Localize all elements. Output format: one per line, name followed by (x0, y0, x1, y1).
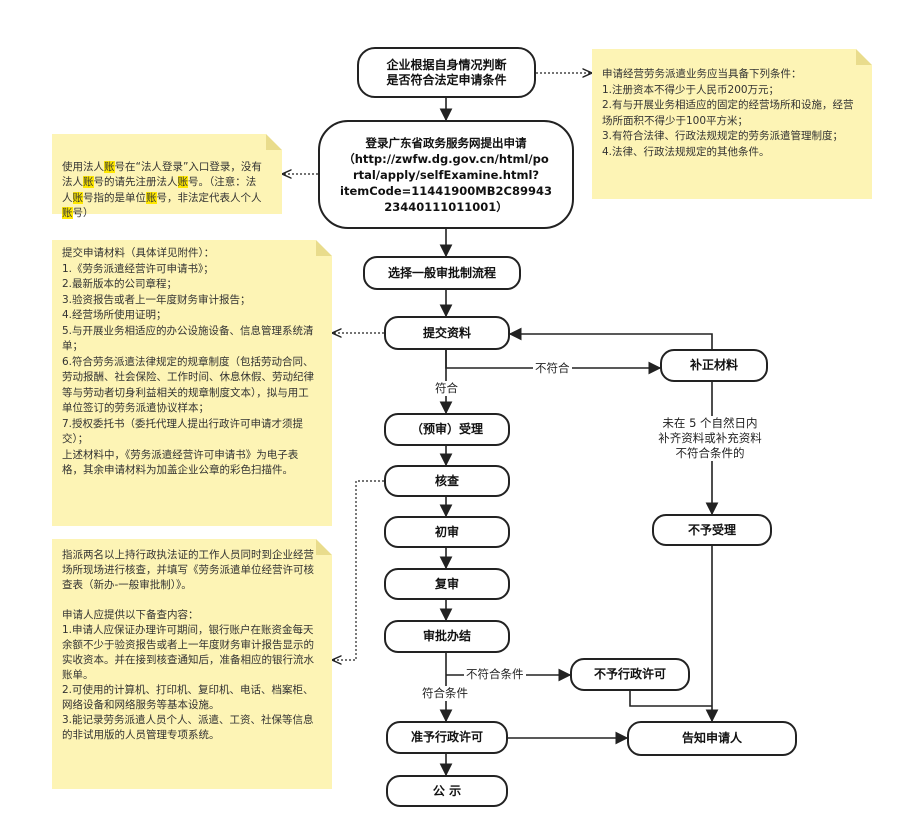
account-note-text-3: 号的请先注册法人 (93, 176, 178, 188)
account-highlight-3: 账 (177, 176, 188, 188)
notify-label: 告知申请人 (681, 731, 742, 745)
start-node-label: 企业根据自身情况判断 是否符合法定申请条件 (386, 57, 507, 87)
submit-node: 提交资料 (384, 316, 510, 350)
label-supplement-fail: 未在 5 个自然日内 补齐资料或补充资料 不符合条件的 (643, 416, 777, 461)
accept-label: （预审）受理 (410, 422, 483, 436)
grant-node: 准予行政许可 (386, 721, 508, 754)
deny-node: 不予行政许可 (570, 658, 690, 691)
publicize-node: 公 示 (386, 775, 508, 807)
account-note-text-4: 号。（注意：法人 (62, 176, 257, 204)
choose-process-label: 选择一般审批制流程 (387, 265, 496, 280)
inspection-note: 指派两名以上持行政执法证的工作人员同时到企业经营场所现场进行核查，并填写《劳务派… (52, 539, 332, 789)
not-accept-label: 不予受理 (687, 522, 736, 537)
account-note-text-6: 号，非法定代表人个人 (156, 191, 262, 204)
arrow-supplement-submit (508, 327, 713, 349)
supplement-node: 补正材料 (660, 349, 768, 382)
supplement-label: 补正材料 (689, 358, 738, 372)
inspection-note-fold (316, 539, 332, 555)
conditions-note-fold (856, 49, 872, 65)
account-highlight-5: 账 (146, 191, 157, 204)
notify-node: 告知申请人 (627, 721, 797, 756)
conditions-note: 申请经营劳务派遣业务应当具备下列条件： 1.注册资本不得少于人民币200万元； … (592, 49, 872, 199)
dotted-verify-inspection (332, 480, 384, 660)
arrow-deny-notify (629, 691, 712, 707)
submit-label: 提交资料 (422, 325, 471, 340)
verify-label: 核查 (434, 473, 459, 488)
verify-node: 核查 (384, 465, 510, 497)
account-note-text-7: 号） (72, 207, 94, 219)
deny-label: 不予行政许可 (593, 667, 666, 681)
approval-label: 审批办结 (422, 629, 471, 643)
arrow-submit-supplement (445, 350, 662, 375)
label-not-meet-cond: 不符合条件 (464, 667, 526, 682)
account-highlight-1: 账 (104, 160, 115, 173)
second-review-label: 复审 (434, 576, 459, 591)
materials-note: 提交申请材料（具体详见附件）： 1.《劳务派遣经营许可申请书》； 2.最新版本的… (52, 240, 332, 526)
start-node: 企业根据自身情况判断 是否符合法定申请条件 (357, 47, 536, 98)
grant-label: 准予行政许可 (410, 730, 483, 744)
login-node-label: 登录广东省政务服务网提出申请 （http://zwfw.dg.gov.cn/ht… (340, 135, 552, 214)
account-highlight-2: 账 (83, 176, 94, 188)
first-review-node: 初审 (384, 516, 510, 548)
login-node: 登录广东省政务服务网提出申请 （http://zwfw.dg.gov.cn/ht… (318, 120, 574, 229)
publicize-label: 公 示 (432, 783, 462, 798)
second-review-node: 复审 (384, 568, 510, 600)
materials-note-fold (316, 240, 332, 256)
account-note-text-5: 号指的是单位 (83, 191, 146, 204)
accept-node: （预审）受理 (384, 413, 510, 446)
account-highlight-6: 账 (62, 207, 73, 219)
label-meet: 符合 (433, 381, 460, 396)
account-note-text-2: 号在“法人登录”入口登录，没有法人 (62, 160, 262, 189)
label-not-meet: 不符合 (533, 361, 572, 376)
not-accept-node: 不予受理 (652, 514, 772, 546)
first-review-label: 初审 (434, 524, 459, 539)
account-note: 使用法人账号在“法人登录”入口登录，没有法人账号的请先注册法人账号。（注意：法人… (52, 134, 282, 219)
account-note-text-1: 使用法人 (62, 160, 104, 173)
account-note-fold (266, 134, 282, 150)
account-highlight-4: 账 (72, 191, 83, 204)
label-meet-cond: 符合条件 (420, 686, 470, 701)
choose-process-node: 选择一般审批制流程 (363, 256, 521, 290)
approval-node: 审批办结 (384, 620, 510, 653)
